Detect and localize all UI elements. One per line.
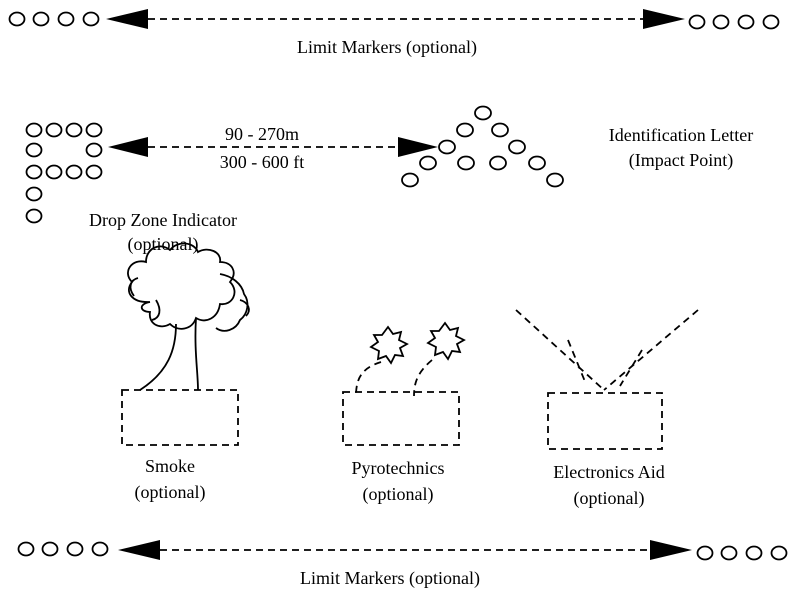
arrowhead-right-icon [650, 540, 692, 560]
pyrotechnics-marker-box [342, 391, 460, 446]
electronics-aid-optional: (optional) [574, 488, 645, 509]
limit-markers-label-bottom: Limit Markers (optional) [300, 568, 480, 589]
smoke-marker-box [121, 389, 239, 446]
limit-marker-circles-bottom-left [17, 541, 109, 557]
limit-markers-top: Limit Markers (optional) [8, 9, 780, 58]
distance-feet-label: 300 - 600 ft [220, 152, 305, 172]
identification-letter-a [401, 105, 564, 188]
electronics-aid-marker-box [547, 392, 663, 450]
electronic-signal-icon [515, 309, 699, 391]
impact-point-label: (Impact Point) [629, 150, 733, 171]
smoke-optional: (optional) [135, 482, 206, 503]
drop-zone-indicator-label: Drop Zone Indicator [89, 210, 237, 230]
arrowhead-right-icon [398, 137, 438, 157]
pyrotechnic-burst-icon [355, 321, 466, 397]
arrowhead-left-icon [106, 9, 148, 29]
arrowhead-left-icon [108, 137, 148, 157]
limit-markers-bottom: Limit Markers (optional) [17, 540, 788, 589]
smoke-cloud-icon [127, 242, 250, 391]
distance-meters-label: 90 - 270m [225, 124, 299, 144]
identification-letter-label: Identification Letter [609, 125, 753, 145]
limit-marker-circles-top-right [688, 14, 780, 30]
arrowhead-right-icon [643, 9, 685, 29]
drop-zone-indicator-p [25, 122, 103, 224]
smoke-label: Smoke [145, 456, 195, 476]
limit-markers-label-top: Limit Markers (optional) [297, 37, 477, 58]
limit-marker-circles-bottom-right [696, 545, 788, 561]
electronics-aid-label: Electronics Aid [553, 462, 664, 482]
arrowhead-left-icon [118, 540, 160, 560]
distance-arrow [108, 137, 438, 157]
limit-marker-circles-top-left [8, 11, 100, 27]
pyrotechnics-label: Pyrotechnics [352, 458, 445, 478]
pyrotechnics-optional: (optional) [363, 484, 434, 505]
drop-zone-indicator-optional: (optional) [128, 234, 199, 255]
